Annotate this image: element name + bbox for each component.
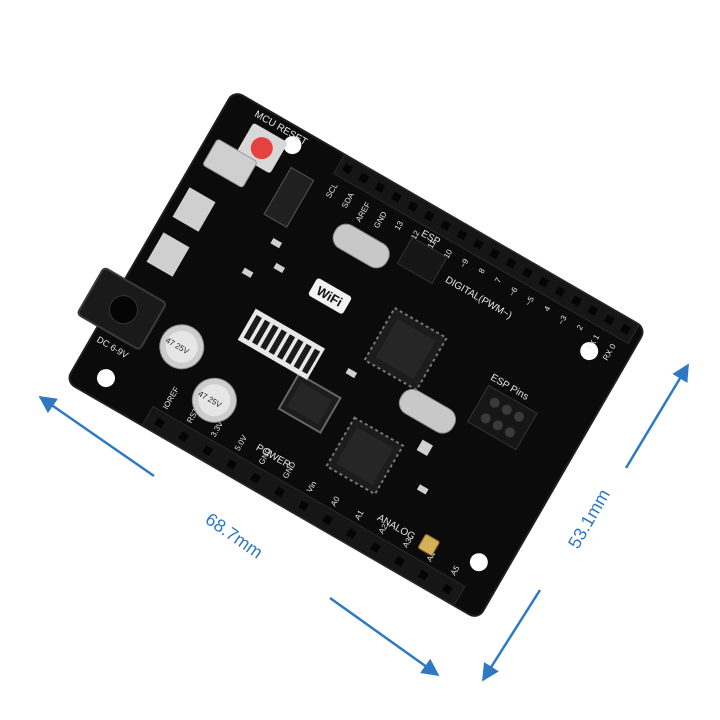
header-pin bbox=[417, 569, 429, 581]
analog-pin-label: A0 bbox=[329, 494, 342, 507]
esp-pin-header bbox=[466, 384, 538, 451]
width-label: 68.7mm bbox=[202, 509, 267, 563]
header-pin bbox=[472, 238, 484, 250]
antenna-connector bbox=[418, 534, 440, 556]
digital-pin-label: 4 bbox=[542, 304, 552, 313]
crystal-oscillator bbox=[398, 388, 457, 434]
header-pin bbox=[202, 445, 214, 457]
esp-chip bbox=[325, 416, 405, 496]
header-pin bbox=[538, 276, 550, 288]
crystal-oscillator bbox=[332, 223, 390, 269]
ic-chip bbox=[263, 166, 315, 228]
dip-switch-key bbox=[301, 348, 321, 375]
header-pin bbox=[423, 210, 435, 222]
capacitor: 47 25V bbox=[159, 324, 205, 370]
header-pin bbox=[456, 229, 468, 241]
voltage-regulator bbox=[172, 187, 216, 232]
header-pin bbox=[407, 201, 419, 212]
header-pin bbox=[274, 486, 285, 498]
usb-serial-chip bbox=[277, 372, 342, 434]
voltage-regulator bbox=[146, 232, 190, 277]
header-pin bbox=[298, 500, 309, 512]
dip-switch-key bbox=[268, 329, 287, 355]
capacitor: 47 25V bbox=[191, 377, 237, 423]
microcontroller-chip bbox=[363, 306, 448, 392]
header-pin bbox=[178, 431, 190, 443]
dip-switch-key bbox=[252, 319, 271, 346]
header-pin bbox=[226, 458, 237, 470]
height-arrow-bottom bbox=[481, 589, 542, 682]
header-pin bbox=[521, 267, 533, 279]
header-pin bbox=[321, 514, 333, 526]
header-pin bbox=[369, 542, 381, 553]
header-pin bbox=[587, 304, 599, 316]
header-pin bbox=[570, 295, 582, 307]
header-pin bbox=[374, 182, 386, 194]
header-pin bbox=[341, 163, 353, 175]
mounting-hole bbox=[469, 553, 488, 572]
header-pin bbox=[489, 248, 501, 260]
header-pin bbox=[603, 314, 615, 326]
height-arrow-top bbox=[624, 363, 690, 469]
mounting-hole bbox=[580, 342, 599, 361]
dip-switch-key bbox=[293, 343, 312, 370]
header-pin bbox=[345, 528, 357, 540]
icsp-header bbox=[396, 236, 448, 285]
digital-pin-label: 7 bbox=[493, 276, 503, 285]
width-arrow-left bbox=[38, 395, 155, 478]
header-pin bbox=[505, 257, 517, 269]
dip-switch-key bbox=[243, 314, 262, 341]
digital-pin-label: 2 bbox=[575, 323, 585, 332]
height-label: 53.1mm bbox=[564, 486, 614, 552]
dip-switch-key bbox=[260, 324, 279, 351]
header-pin bbox=[440, 219, 452, 231]
analog-pin-label: A2 bbox=[377, 522, 390, 535]
header-pin bbox=[358, 172, 370, 184]
header-pin bbox=[441, 583, 453, 595]
usb-connector bbox=[203, 139, 257, 188]
mounting-hole bbox=[283, 136, 302, 155]
dip-switch-key bbox=[285, 338, 304, 365]
digital-pin-label: 8 bbox=[477, 266, 487, 275]
header-pin bbox=[391, 191, 402, 203]
header-pin bbox=[393, 555, 405, 567]
header-pin bbox=[154, 417, 166, 429]
header-pin bbox=[620, 323, 631, 335]
analog-pin-label: A3 bbox=[401, 536, 414, 549]
width-arrow-right bbox=[329, 596, 440, 677]
analog-pin-label: A5 bbox=[449, 564, 462, 577]
dip-switch bbox=[237, 308, 326, 380]
wifi-badge bbox=[308, 278, 352, 314]
dip-switch-key bbox=[276, 334, 296, 360]
header-pin bbox=[250, 472, 261, 484]
header-pin bbox=[554, 286, 566, 297]
analog-pin-label: A1 bbox=[353, 508, 366, 521]
mounting-hole bbox=[96, 369, 115, 388]
